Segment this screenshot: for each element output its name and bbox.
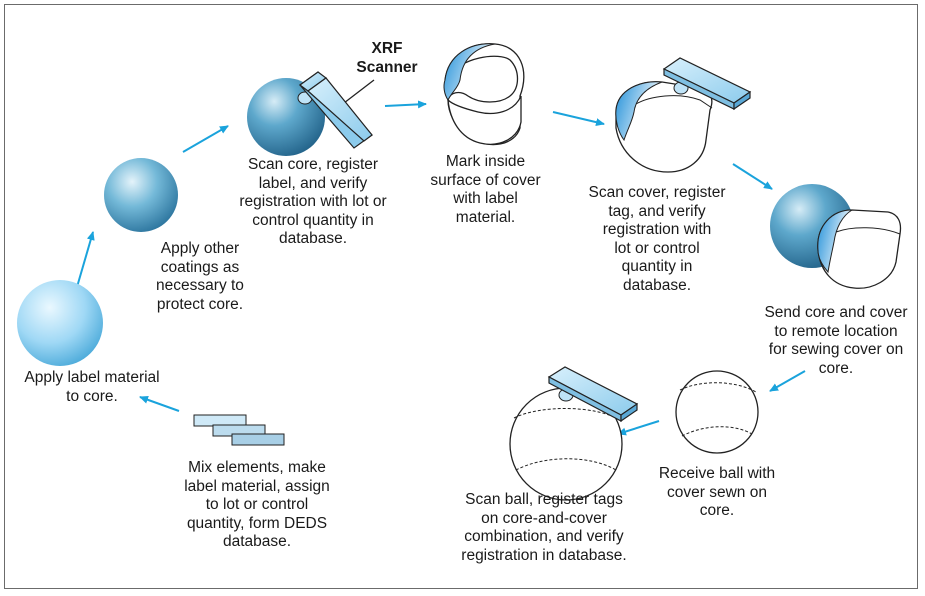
cover-icon: [615, 81, 713, 173]
diagram-frame: [4, 4, 918, 589]
arrow-icon: [182, 125, 229, 153]
arrow-icon: [76, 231, 95, 288]
scan-ball-caption: Scan ball, register tags on core-and-cov…: [461, 491, 627, 564]
scan-core-caption: Scan core, register label, and verify re…: [239, 156, 387, 247]
scan-core-illustration: [247, 71, 373, 156]
send-caption: Send core and cover to remote location f…: [764, 304, 908, 377]
coated-core-sphere-icon: [104, 158, 178, 232]
receive-caption: Receive ball with cover sewn on core.: [658, 465, 776, 519]
scan-cover-illustration: [615, 57, 752, 173]
scanner-icon: [662, 57, 752, 111]
cover-icon: [443, 43, 525, 146]
apply-label-caption: Apply label material to core.: [24, 369, 160, 405]
arrow-icon: [384, 100, 427, 109]
baseball-icon: [675, 370, 759, 454]
label-sheets-icon: [193, 414, 285, 446]
core-sphere-icon: [17, 280, 103, 366]
cover-icon: [817, 209, 902, 289]
mix-caption: Mix elements, make label material, assig…: [184, 459, 330, 550]
mark-inside-caption: Mark inside surface of cover with label …: [430, 153, 541, 226]
scanner-icon: [547, 366, 639, 423]
arrow-icon: [732, 163, 773, 190]
arrow-icon: [769, 370, 806, 392]
xrf-scanner-label: XRF Scanner: [356, 40, 418, 76]
scanner-icon: [297, 71, 373, 149]
baseball-icon: [509, 387, 623, 501]
scan-ball-illustration: [509, 366, 639, 501]
arrow-icon: [139, 395, 180, 412]
scan-cover-caption: Scan cover, register tag, and verify reg…: [588, 184, 726, 294]
scanner-pointer-line: [343, 79, 375, 104]
arrow-icon: [552, 111, 605, 127]
core-and-cover-illustration: [770, 184, 902, 289]
coatings-caption: Apply other coatings as necessary to pro…: [156, 240, 244, 313]
arrow-icon: [617, 420, 660, 436]
